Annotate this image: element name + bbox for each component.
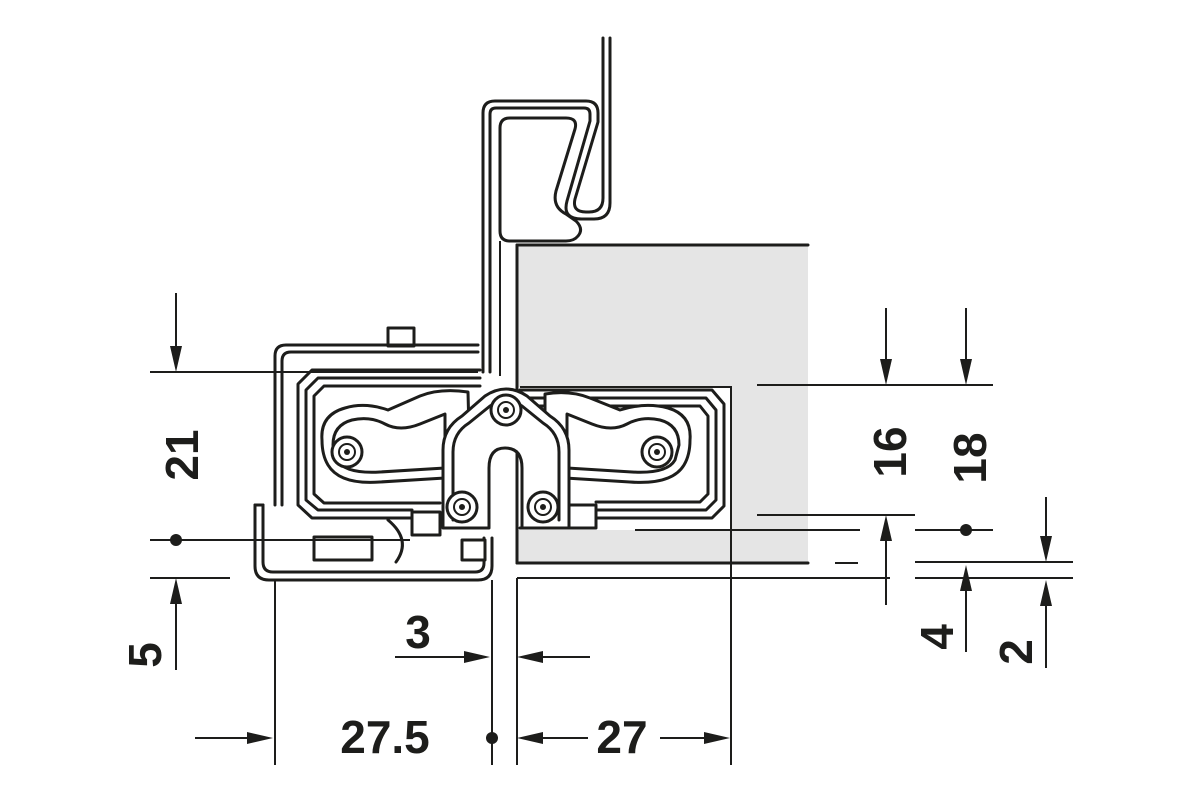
- arrowhead-up: [1040, 580, 1052, 606]
- dim-label-16: 16: [864, 426, 916, 477]
- arrowhead-right: [247, 732, 273, 744]
- dimension-27: 27: [517, 711, 730, 763]
- arrowhead-right: [464, 651, 490, 663]
- dim-27-5-dot: [486, 732, 498, 744]
- dim-21-dot: [170, 534, 182, 546]
- pivot-bottom-right: [526, 490, 560, 524]
- pivot-top: [489, 393, 523, 427]
- arrowhead-down: [880, 359, 892, 385]
- left-arm-inner: [331, 412, 447, 474]
- dim-18-dot: [960, 524, 972, 536]
- frame-clip: [498, 116, 583, 243]
- dim-label-2: 2: [990, 639, 1042, 665]
- dimension-27-5: 27.5: [195, 711, 498, 763]
- arrowhead-left: [517, 651, 543, 663]
- dimension-2: 2: [990, 497, 1052, 668]
- dim-label-18: 18: [944, 432, 996, 483]
- right-arm-inner: [565, 412, 681, 474]
- dimension-21: 21: [156, 293, 208, 546]
- pivot-bore: [453, 498, 471, 516]
- pivot-bore: [648, 443, 666, 461]
- bracket-inner: [261, 503, 486, 574]
- arrowhead-down: [1040, 536, 1052, 562]
- pocket-outline: [520, 386, 732, 525]
- dim-label-3: 3: [405, 606, 431, 658]
- arrowhead-up: [880, 515, 892, 541]
- dim-label-5: 5: [119, 642, 171, 668]
- pivot-bore: [534, 498, 552, 516]
- dimension-18: 18: [944, 308, 996, 536]
- dimension-3: 3: [395, 606, 590, 663]
- housing-left-contour-1: [296, 368, 482, 520]
- arrowhead-right: [704, 732, 730, 744]
- dimension-4: 4: [911, 565, 972, 652]
- dimension-5: 5: [119, 578, 182, 670]
- pivot-center: [344, 449, 350, 455]
- dim-label-27: 27: [596, 711, 647, 763]
- housing-top-inner: [280, 350, 480, 507]
- housing-left-contour-2: [304, 376, 482, 512]
- pivot-center: [503, 407, 509, 413]
- bracket-outer: [253, 503, 494, 582]
- bracket-block: [312, 535, 374, 562]
- arrowhead-left: [517, 732, 543, 744]
- housing-right-contour-1: [518, 388, 726, 520]
- hinge-pivots: [330, 393, 674, 524]
- housing-stop: [410, 510, 442, 537]
- pivot-bore: [497, 401, 515, 419]
- pivot-bottom-left: [445, 490, 479, 524]
- bracket-block-small: [460, 538, 487, 562]
- arrowhead-down: [170, 346, 182, 372]
- arrowhead-up: [170, 578, 182, 604]
- pivot-right: [640, 435, 674, 469]
- housing-left-contour-3: [312, 384, 482, 505]
- pivot-bore: [338, 443, 356, 461]
- housing-right-contour-3: [518, 404, 710, 504]
- dim-label-21: 21: [156, 429, 208, 480]
- housing-right-contour-2: [518, 396, 718, 512]
- housing-tab: [386, 326, 416, 348]
- frame-profile-inner: [488, 36, 612, 374]
- housing-top-outer: [273, 343, 480, 507]
- dim-label-27-5: 27.5: [340, 711, 430, 763]
- pivot-center: [540, 504, 546, 510]
- pivot-left: [330, 435, 364, 469]
- pivot-center: [654, 449, 660, 455]
- dim-label-4: 4: [911, 624, 963, 650]
- pivot-center: [459, 504, 465, 510]
- arrowhead-up: [960, 565, 972, 591]
- hinge-housing-left: [253, 326, 494, 582]
- frame-profile: [481, 36, 612, 376]
- frame-profile-outer: [481, 36, 605, 374]
- extension-lines: [150, 371, 1073, 765]
- dimension-16: 16: [864, 308, 916, 605]
- arrowhead-down: [960, 359, 972, 385]
